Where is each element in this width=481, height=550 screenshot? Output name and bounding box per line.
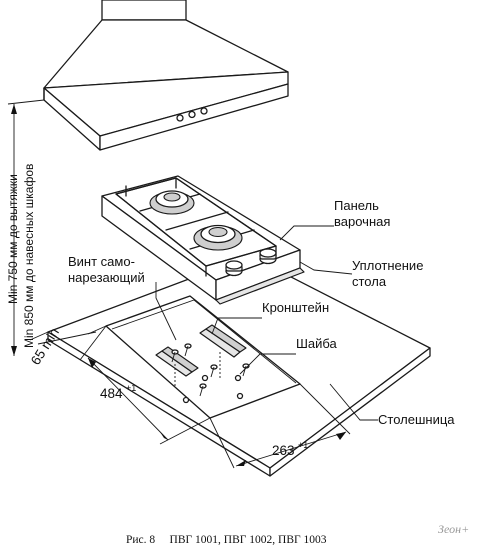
hob-seal [215, 267, 305, 305]
gas-hob [101, 175, 305, 305]
knob-icon [225, 260, 243, 277]
mounting-hardware [155, 324, 250, 404]
countertop [47, 255, 431, 477]
figure-caption: Рис. 8 ПВГ 1001, ПВГ 1002, ПВГ 1003 [126, 534, 327, 546]
range-hood [43, 0, 289, 151]
callout-leaders [155, 225, 378, 421]
dimension-tolerance-depth: +1 [126, 383, 136, 393]
label-panel-line2: варочная [334, 214, 390, 229]
hood-chimney [101, 0, 187, 21]
label-washer: Шайба [296, 336, 338, 351]
screw-icon [199, 383, 207, 397]
arrowhead [11, 104, 17, 114]
bracket-upper-flange [205, 324, 247, 353]
washer-icon [182, 396, 190, 404]
arrowhead [160, 432, 168, 440]
countertop-side-edge [269, 347, 431, 477]
leader-seal [299, 261, 353, 275]
label-bracket: Кронштейн [262, 300, 329, 315]
bracket-lower-flange [161, 346, 199, 373]
washer-icon [234, 374, 242, 382]
arrowhead [236, 460, 246, 466]
hood-knob [200, 107, 208, 115]
hood-knob [188, 110, 196, 119]
leader-bracket [211, 317, 262, 335]
label-screw-line1: Винт само- [68, 254, 135, 269]
dimension-lines: 65 min 484 +1 263 +1 [28, 325, 351, 469]
label-seal-line1: Уплотнение [352, 258, 423, 273]
knob-icon [259, 248, 277, 265]
leader-screw [155, 282, 177, 341]
leader-washer [239, 353, 296, 375]
washer-icon [236, 392, 244, 400]
hood-knob [176, 114, 184, 122]
label-countertop: Столешница [378, 412, 455, 427]
leader-panel [279, 225, 334, 241]
dimension-tolerance-width: +1 [298, 440, 308, 450]
label-panel-line1: Панель [334, 198, 379, 213]
label-seal-line2: стола [352, 274, 387, 289]
dimension-label-depth: 484 [100, 386, 123, 401]
arrowhead [11, 346, 17, 356]
vertical-label-cabinets: Min 850 мм до навесных шкафов [22, 164, 36, 348]
arrowhead [336, 432, 346, 440]
vertical-dimension: Min 750 мм до вытяжки Min 850 мм до наве… [6, 99, 45, 356]
dimension-label-width: 263 [272, 443, 295, 458]
screw-icon [210, 364, 218, 378]
burner-icon [193, 224, 243, 251]
burner-icon [149, 190, 195, 215]
screw-icon [171, 349, 179, 363]
callout-labels: Панель варочная Уплотнение стола Винт са… [68, 198, 455, 427]
label-screw-line2: нарезающий [68, 270, 145, 285]
arrowhead [88, 358, 96, 368]
vertical-label-hood: Min 750 мм до вытяжки [6, 174, 20, 304]
washer-icon [201, 374, 209, 382]
screw-icon [184, 343, 192, 357]
watermark: Зеон+ [438, 522, 469, 536]
leader-countertop [329, 383, 378, 421]
